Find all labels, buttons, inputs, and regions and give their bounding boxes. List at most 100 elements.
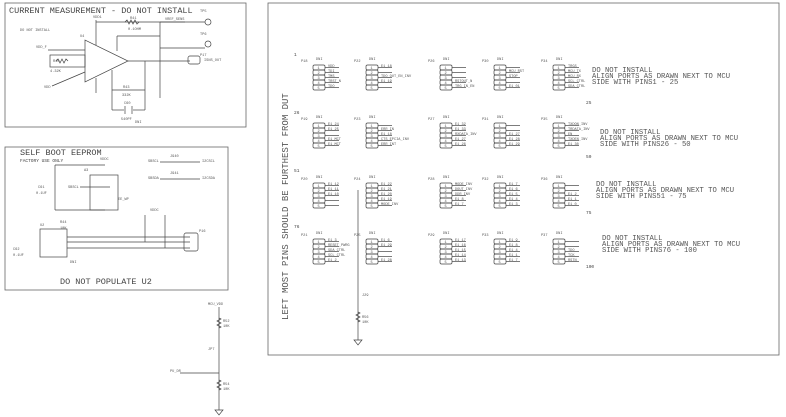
net-label: VDDC	[150, 209, 159, 213]
net-label: RSTN	[568, 259, 577, 263]
net-label: E1_21	[381, 188, 392, 192]
dni-note: DO NOT INSTALL	[20, 29, 50, 33]
net-label: TXDON_INV	[568, 123, 588, 127]
net-label: E1_17	[455, 239, 466, 243]
pin-number: 3	[499, 195, 501, 199]
pin-number: 4	[445, 82, 447, 86]
dni-tag: DNI	[497, 176, 503, 180]
pin-number: 1	[445, 67, 447, 71]
pin-number: 5	[445, 205, 447, 209]
pin-number: 2	[499, 246, 501, 250]
pin-number: 4	[499, 82, 501, 86]
dni-tag: DNI	[369, 58, 375, 62]
pin-number: 1	[558, 241, 560, 245]
resistor-value: 10K	[60, 227, 67, 231]
pin-number: 4	[558, 200, 560, 204]
pin-number: 3	[371, 135, 373, 139]
dni-tag: DNI	[443, 176, 449, 180]
net-label: VDD_F	[36, 46, 47, 50]
pin-number: 5	[445, 145, 447, 149]
net-label: E1_12	[328, 183, 339, 187]
net-label: TDO	[568, 249, 574, 253]
pin-number: 1	[371, 241, 373, 245]
net-label: E1_19	[381, 198, 392, 202]
pin-number: 2	[558, 246, 560, 250]
net-label: E1_11	[328, 188, 339, 192]
net-label: E1_13	[455, 259, 466, 263]
pin-number: 1	[371, 125, 373, 129]
net-label: DOUT_INV	[455, 188, 473, 192]
pin-number: 4	[558, 140, 560, 144]
net-label: E1_30	[568, 143, 579, 147]
net-label: E1_27	[455, 138, 466, 142]
pin-number: 1	[558, 185, 560, 189]
pin-number: 4	[558, 82, 560, 86]
net-label: CTS_EPCIA_INV	[381, 138, 410, 142]
net-label: STOP	[509, 75, 518, 79]
pin-number: 2	[558, 190, 560, 194]
pin-number-marker: 26	[294, 110, 300, 116]
net-label: TDO_OUT_EN_INV	[381, 75, 412, 79]
connector-ref: P23	[354, 118, 360, 122]
net-label: SBSCL	[68, 186, 79, 190]
pullup-network: MCU_VDD R52 10K JP7 PU_DR R54 10K	[170, 303, 230, 416]
self-boot-eeprom-block: SELF BOOT EEPROM FACTORY USE ONLY VDDC A…	[4, 146, 229, 291]
net-label: PU_DR	[170, 370, 182, 374]
pin-number: 3	[318, 77, 320, 81]
pin-number: 4	[318, 140, 320, 144]
connector-ref: P29	[428, 234, 434, 238]
pin-number: 1	[499, 241, 501, 245]
net-label: E1_2	[328, 259, 337, 263]
block-title: CURRENT MEASUREMENT - DO NOT INSTALL	[9, 6, 193, 16]
pin-number: 4	[371, 140, 373, 144]
dni-tag: DNI	[135, 121, 141, 125]
testpoint-ref: TP6	[200, 33, 206, 37]
resistor-value: 332K	[122, 94, 131, 98]
pin-number: 1	[445, 241, 447, 245]
connector-ref: P28	[428, 178, 434, 182]
install-note: DO NOT INSTALL	[600, 129, 660, 137]
pin-number: 5	[558, 261, 560, 265]
side-label: LEFT MOST PINS SHOULD BE FURTHEST FROM D…	[281, 93, 291, 320]
pin-number: 2	[558, 130, 560, 134]
connector-ref: P27	[428, 118, 434, 122]
pin-number-marker: 50	[586, 154, 592, 160]
net-label: VDD	[44, 86, 50, 90]
pin-number: 3	[558, 77, 560, 81]
pin-number: 2	[371, 130, 373, 134]
pin-number: 1	[558, 67, 560, 71]
net-label: MCU_RX	[568, 75, 582, 79]
ground-icon	[214, 409, 224, 416]
net-label: E1_4	[509, 249, 518, 253]
dni-tag: DNI	[369, 176, 375, 180]
capacitor-ref: C61	[38, 186, 44, 190]
install-note: SIDE WITH PINS1 - 25	[592, 79, 678, 87]
pin-number: 4	[371, 200, 373, 204]
net-label: ISNS_OUT	[204, 59, 222, 63]
net-label: E1_7	[509, 259, 518, 263]
net-label: EN	[568, 133, 572, 137]
net-label: DDR_INV	[455, 193, 471, 197]
pin-number: 3	[445, 195, 447, 199]
dni-tag: DNI	[316, 116, 322, 120]
net-label: E1_10	[328, 193, 339, 197]
net-label: E1_16	[455, 244, 466, 248]
dni-tag: DNI	[497, 58, 503, 62]
block-title: SELF BOOT EEPROM	[20, 148, 102, 158]
connector-ref: P36	[541, 178, 547, 182]
pin-number: 4	[558, 256, 560, 260]
net-label: RSTOUT_N	[455, 80, 472, 84]
connector-ref: P21	[301, 234, 307, 238]
net-label: TDI	[328, 70, 334, 74]
pin-number: 3	[318, 135, 320, 139]
net-label: E1_24	[328, 123, 339, 127]
capacitor-value: 540PF	[121, 118, 132, 122]
